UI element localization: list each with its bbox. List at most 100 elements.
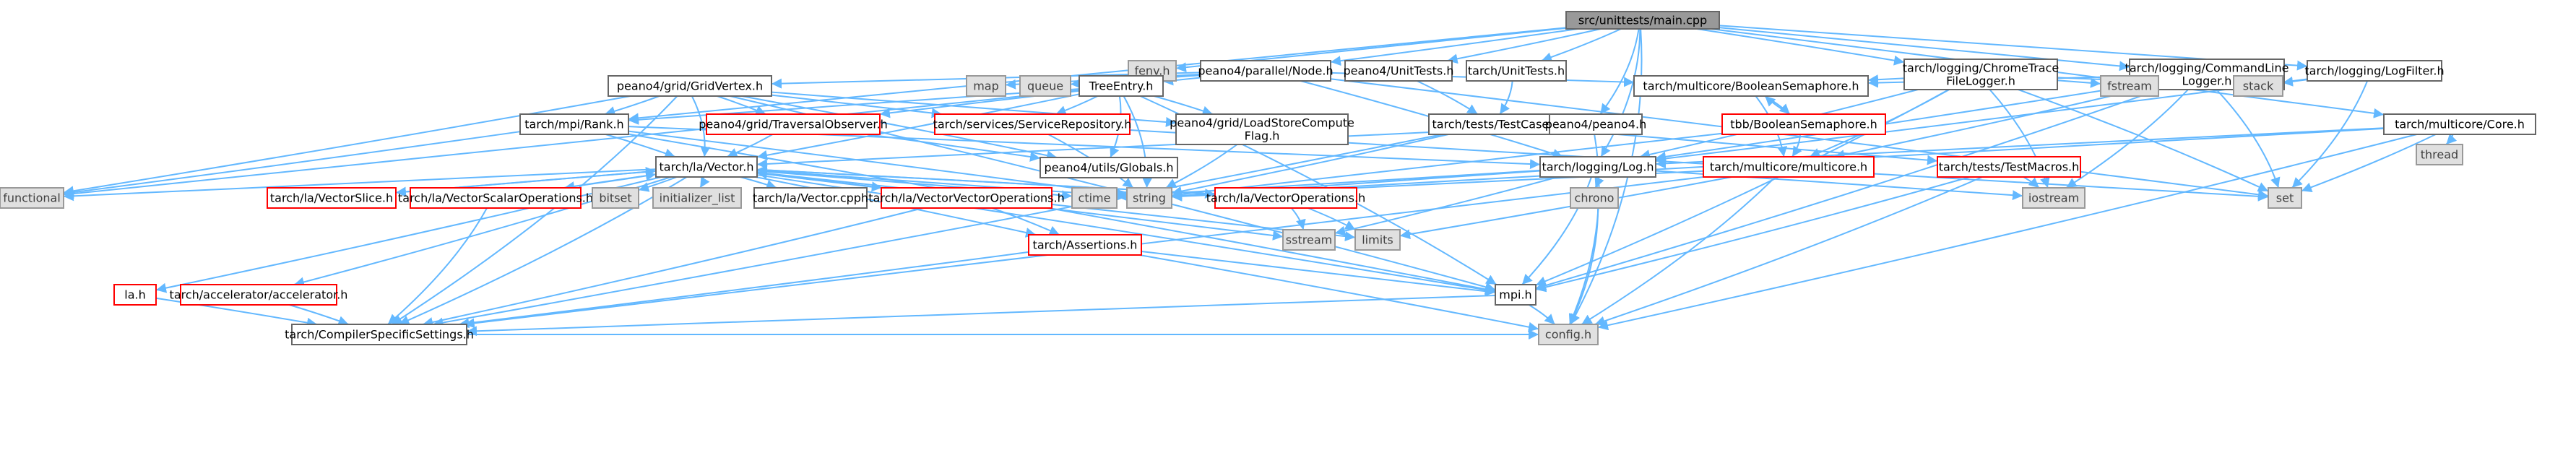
node-box — [2022, 187, 2086, 209]
edge-accel-to-compilerspec — [289, 304, 349, 326]
edge-main-to-p4unittests — [1447, 28, 1602, 64]
node-treeentry[interactable]: TreeEntry.h — [1079, 75, 1164, 97]
edge-chrometrace-to-boolsem — [1867, 74, 1905, 85]
edge-main-to-cmdlogger — [1719, 27, 2130, 72]
node-box — [1903, 59, 2058, 90]
node-box — [1495, 284, 1536, 306]
edge-testmacros-to-mpih — [1535, 176, 1971, 293]
node-box — [1126, 187, 1172, 209]
node-vecops[interactable]: tarch/la/VectorOperations.h — [1206, 187, 1365, 209]
edge-mpirank-to-mpih — [628, 133, 1496, 295]
node-logfilter[interactable]: tarch/logging/LogFilter.h — [2304, 60, 2445, 82]
edge-main-to-peano4h — [1599, 28, 1640, 115]
node-peano4h[interactable]: peano4/peano4.h — [1545, 113, 1646, 135]
node-box — [934, 113, 1131, 135]
node-vecslice[interactable]: tarch/la/VectorSlice.h — [267, 187, 397, 209]
node-box — [1175, 113, 1349, 145]
edge-tbbsem-to-boolsem — [1764, 95, 1791, 115]
node-box — [180, 284, 337, 306]
node-box — [0, 187, 64, 209]
edge-mpih-to-compilerspec — [466, 294, 1496, 337]
node-box — [519, 113, 629, 135]
edge-cmdlogger-to-log — [1655, 85, 2130, 162]
node-label: tarch/tests/TestMacros.h — [1939, 160, 2080, 174]
node-vecvec[interactable]: tarch/la/VectorVectorOperations.h — [868, 187, 1065, 209]
node-multicore[interactable]: tarch/multicore/multicore.h — [1703, 156, 1875, 178]
edge-vecops-to-sstream — [1290, 207, 1306, 230]
node-mpirank[interactable]: tarch/mpi/Rank.h — [519, 113, 629, 135]
node-box — [291, 324, 467, 345]
node-label: tarch/accelerator/accelerator.h — [170, 288, 348, 302]
node-accel[interactable]: tarch/accelerator/accelerator.h — [170, 284, 348, 306]
edge-vecops-to-limits — [1308, 207, 1356, 230]
node-stack: stack — [2233, 75, 2283, 97]
edge-vector-to-veccpph — [740, 176, 777, 190]
node-label: string — [1133, 191, 1166, 205]
node-traversalobs[interactable]: peano4/grid/TraversalObserver.h — [699, 113, 888, 135]
node-veccpph[interactable]: tarch/la/Vector.cpph — [753, 187, 868, 209]
node-gridvertex[interactable]: peano4/grid/GridVertex.h — [608, 75, 772, 97]
edge-lah-to-compilerspec — [155, 297, 318, 328]
node-tbbsem[interactable]: tbb/BooleanSemaphore.h — [1721, 113, 1886, 135]
edge-cmdlogger-to-iostream — [2065, 89, 2189, 189]
node-globals[interactable]: peano4/utils/Globals.h — [1040, 157, 1178, 178]
node-box — [1721, 113, 1886, 135]
node-box — [1071, 187, 1118, 209]
edge-logfilter-to-set — [2291, 80, 2369, 189]
node-testcase[interactable]: tarch/tests/TestCase.h — [1428, 113, 1564, 135]
node-parallelnode[interactable]: peano4/parallel/Node.h — [1198, 60, 1334, 82]
node-lah[interactable]: la.h — [113, 284, 157, 306]
node-box — [881, 187, 1053, 209]
edge-treeentry-to-mpirank — [628, 88, 1080, 125]
node-log[interactable]: tarch/logging/Log.h — [1539, 156, 1656, 178]
node-label: tarch/logging/CommandLine — [2125, 61, 2289, 75]
node-tunittests[interactable]: tarch/UnitTests.h — [1466, 60, 1567, 82]
edge-vector-to-functional — [63, 168, 657, 202]
node-box — [2268, 187, 2302, 209]
edge-vecvec-to-assertions — [991, 207, 1060, 236]
node-servicerepo[interactable]: tarch/services/ServiceRepository.h — [933, 113, 1132, 135]
edge-testcase-to-compilerspec — [433, 134, 1443, 328]
node-label: tarch/la/Vector.cpph — [753, 191, 868, 205]
node-p4unittests[interactable]: peano4/UnitTests.h — [1344, 60, 1454, 82]
edge-gridvertex-to-functional — [63, 95, 631, 196]
node-box — [1937, 156, 2081, 178]
edge-vecscalar-to-vector — [563, 170, 657, 189]
edge-testcase-to-string — [1171, 134, 1449, 196]
node-label: map — [973, 79, 999, 93]
node-limits: limits — [1354, 229, 1401, 251]
node-label: tarch/la/Vector.h — [659, 160, 753, 174]
node-vector[interactable]: tarch/la/Vector.h — [655, 156, 758, 178]
node-fstream: fstream — [2100, 75, 2159, 97]
edge-mpih-to-config — [1529, 304, 1556, 325]
edge-tbbsem-to-multicore — [1791, 134, 1802, 157]
node-main[interactable]: src/unittests/main.cpp — [1565, 11, 1720, 30]
edge-treeentry-to-servicerepo — [1055, 95, 1098, 116]
node-label: peano4/grid/TraversalObserver.h — [699, 118, 887, 131]
node-label: tarch/CompilerSpecificSettings.h — [285, 328, 474, 342]
edge-core-to-set — [2301, 134, 2437, 192]
node-mpih[interactable]: mpi.h — [1495, 284, 1536, 306]
node-vecscalar[interactable]: tarch/la/VectorScalarOperations.h — [398, 187, 593, 209]
node-box — [1040, 157, 1178, 178]
node-boolsem[interactable]: tarch/multicore/BooleanSemaphore.h — [1633, 75, 1869, 97]
node-label: tarch/la/VectorOperations.h — [1206, 191, 1365, 205]
node-initlist: initializer_list — [652, 187, 742, 209]
node-box — [753, 187, 868, 209]
edge-core-to-config — [1597, 134, 2417, 331]
node-core[interactable]: tarch/multicore/Core.h — [2383, 113, 2536, 135]
node-assertions[interactable]: tarch/Assertions.h — [1028, 234, 1142, 256]
node-testmacros[interactable]: tarch/tests/TestMacros.h — [1937, 156, 2081, 178]
node-box — [113, 284, 157, 306]
node-label: FileLogger.h — [1946, 74, 2015, 88]
node-box — [2233, 75, 2283, 97]
edge-gridvertex-to-vector — [691, 95, 711, 157]
node-compilerspec[interactable]: tarch/CompilerSpecificSettings.h — [285, 324, 474, 345]
node-thread: thread — [2416, 144, 2463, 165]
edge-vector-to-bitset — [638, 176, 678, 192]
edge-gridvertex-to-globals — [741, 95, 1058, 161]
node-label: peano4/parallel/Node.h — [1198, 64, 1333, 78]
